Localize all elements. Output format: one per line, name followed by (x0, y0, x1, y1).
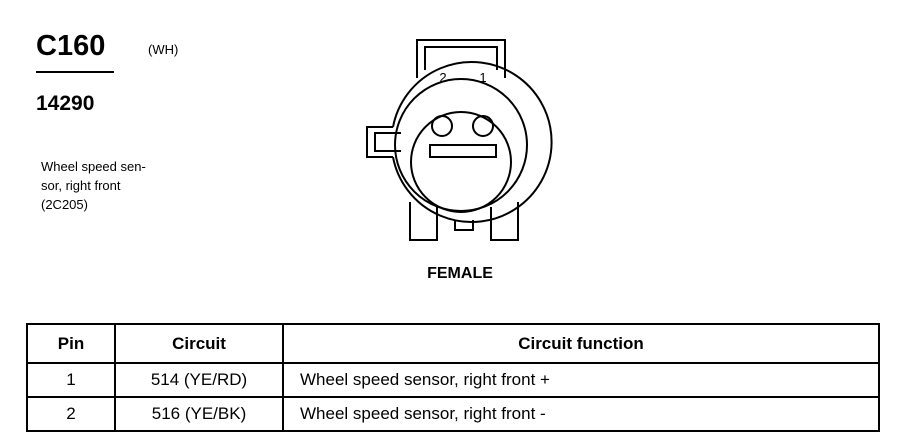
description-line: Wheel speed sen- (41, 159, 146, 174)
connector-key-slot (429, 144, 497, 158)
connector-id-underline (36, 71, 114, 73)
description-line: sor, right front (41, 178, 121, 193)
pin-cell: 1 (26, 362, 116, 398)
table-row: 1 514 (YE/RD) Wheel speed sensor, right … (26, 362, 880, 398)
connector-gender: FEMALE (427, 265, 493, 282)
connector-left-tab (409, 202, 438, 241)
connector-center-key (454, 220, 474, 231)
connector-side-clip (366, 126, 393, 158)
table-header-row: Pin Circuit Circuit function (26, 323, 880, 364)
connector-face-diagram: 2 1 (366, 39, 553, 241)
connector-pin-cavity (410, 111, 512, 213)
table-row: 2 516 (YE/BK) Wheel speed sensor, right … (26, 396, 880, 432)
connector-id: C160 (36, 30, 106, 62)
description-line: (2C205) (41, 197, 88, 212)
pin-label: 1 (479, 70, 486, 85)
circuit-cell: 516 (YE/BK) (114, 396, 284, 432)
connector-color: (WH) (148, 42, 179, 57)
connector-latch-outline (416, 39, 506, 78)
column-header-circuit: Circuit (114, 323, 284, 364)
circuit-cell: 514 (YE/RD) (114, 362, 284, 398)
pin-2-contact (431, 115, 453, 137)
circuit-function-cell: Wheel speed sensor, right front - (282, 396, 880, 432)
pin-label: 2 (439, 70, 446, 85)
pin-cell: 2 (26, 396, 116, 432)
column-header-pin: Pin (26, 323, 116, 364)
connector-outer-shell (392, 61, 553, 223)
connector-right-tab (490, 202, 519, 241)
part-number: 14290 (36, 92, 95, 115)
component-description: Wheel speed sen- sor, right front (2C205… (41, 157, 191, 214)
pin-table: Pin Circuit Circuit function 1 514 (YE/R… (26, 323, 880, 432)
column-header-circuit-function: Circuit function (282, 323, 880, 364)
circuit-function-cell: Wheel speed sensor, right front + (282, 362, 880, 398)
pin-1-contact (472, 115, 494, 137)
